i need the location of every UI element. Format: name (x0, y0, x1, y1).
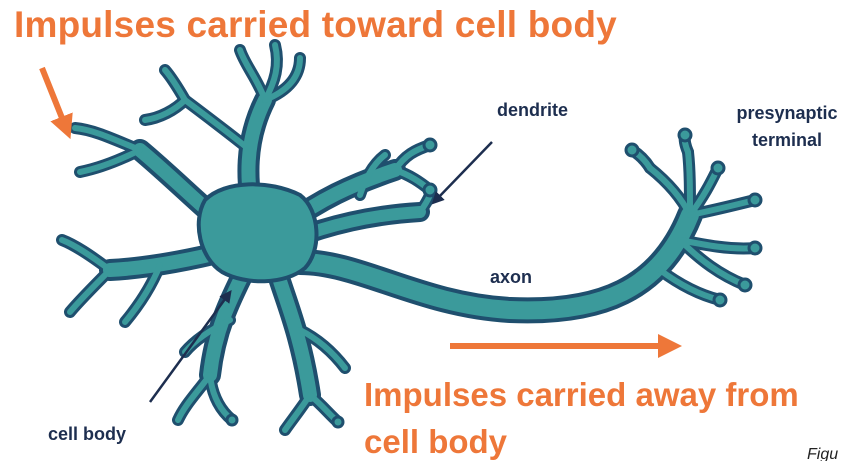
axon-label: axon (490, 267, 532, 288)
presynaptic-terminal-label: presynaptic terminal (722, 100, 852, 154)
cell-body-shape (199, 184, 317, 281)
dendrite-label: dendrite (497, 100, 568, 121)
impulses-toward-label: Impulses carried toward cell body (14, 4, 617, 46)
neuron-outline (110, 100, 690, 395)
dendrite-pointer-arrow (436, 142, 492, 200)
impulses-away-label: Impulses carried away from cell body (364, 371, 834, 461)
figure-caption-fragment: Figu (807, 446, 838, 461)
cell-body-label: cell body (48, 424, 126, 445)
impulse-toward-arrow (42, 68, 66, 128)
